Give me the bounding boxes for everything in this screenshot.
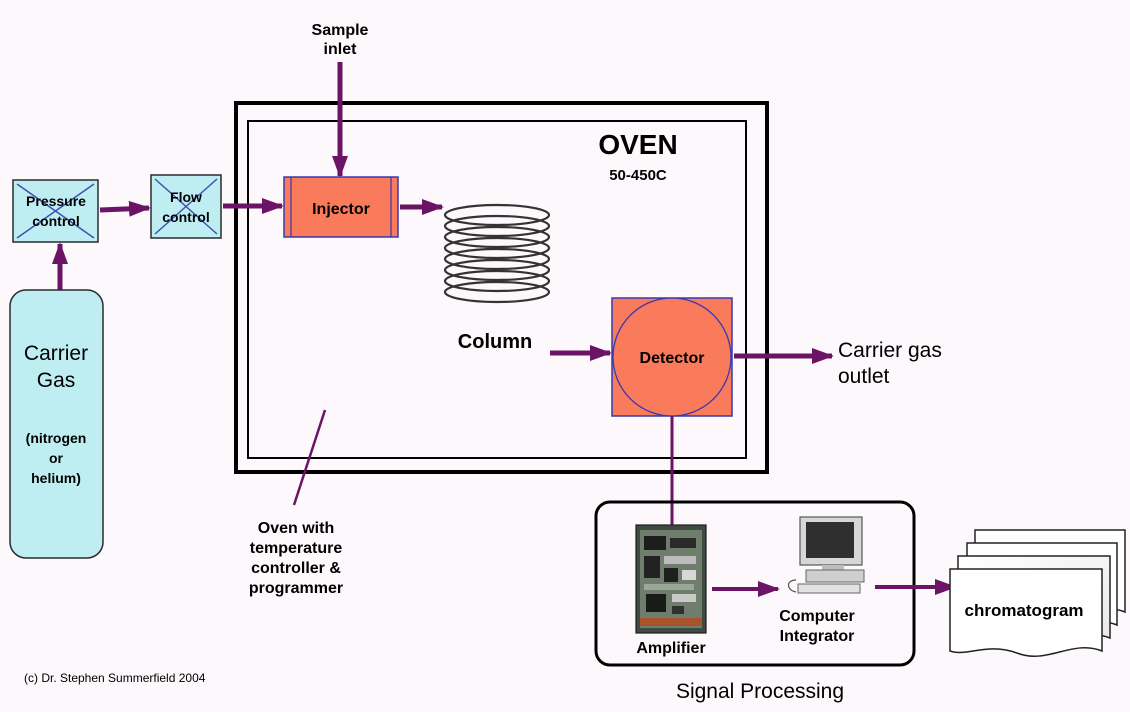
computer-label-2: Integrator (780, 628, 855, 645)
oven-note-label-1: Oven with (258, 520, 334, 537)
oven-note-pointer (292, 409, 327, 506)
circuit-board-icon (635, 524, 707, 634)
pressure-to-flow-arrow (99, 200, 151, 217)
oven-range: 50-450C (609, 167, 667, 184)
carrier-gas-label-1: Carrier (24, 342, 88, 365)
outlet-label-2: outlet (838, 365, 890, 388)
oven-outer-frame (234, 101, 769, 474)
credit-text: (c) Dr. Stephen Summerfield 2004 (24, 671, 206, 685)
carrier-gas-label-5: helium) (31, 470, 81, 486)
oven-note-label-2: temperature (250, 540, 343, 557)
chromatogram-label: chromatogram (964, 601, 1083, 620)
injector-box: Injector (283, 176, 399, 238)
oven-note-label-3: controller & (251, 560, 341, 577)
injector-label: Injector (312, 201, 370, 218)
oven-inner-frame (247, 120, 747, 459)
paper-stack-icon (949, 529, 1126, 657)
carrier-gas-label-4: or (49, 450, 64, 466)
carrier-gas-cylinder: Carrier Gas (nitrogen or helium) (9, 289, 104, 559)
oven-title: OVEN (598, 129, 677, 160)
flow-control-box: Flow control (150, 174, 222, 239)
computer-label-1: Computer (779, 608, 855, 625)
computer-icon (787, 516, 865, 594)
sample-inlet-label-2: inlet (324, 41, 358, 58)
signal-processing-frame (594, 500, 916, 667)
column-label: Column (458, 331, 532, 353)
outlet-label-1: Carrier gas (838, 339, 942, 362)
amplifier-label: Amplifier (636, 640, 705, 657)
detector-box: Detector (611, 297, 733, 417)
carrier-gas-label-3: (nitrogen (26, 430, 87, 446)
sample-inlet-label-1: Sample (312, 22, 369, 39)
pressure-control-label-1: Pressure (26, 193, 86, 209)
carrier-gas-label-2: Gas (37, 369, 76, 392)
detector-label: Detector (640, 350, 705, 367)
signal-processing-label: Signal Processing (676, 680, 844, 703)
pressure-control-label-2: control (32, 213, 79, 229)
flow-control-label-1: Flow (170, 189, 202, 205)
pressure-control-box: Pressure control (12, 179, 99, 243)
oven-note-label-4: programmer (249, 580, 343, 597)
coil-icon (443, 203, 551, 304)
flow-control-label-2: control (162, 209, 209, 225)
